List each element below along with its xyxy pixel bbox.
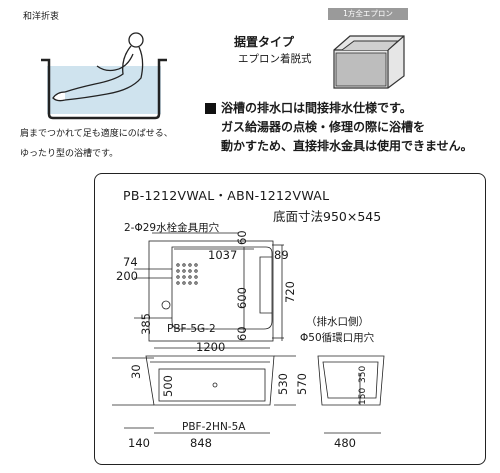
drain-side-label: （排水口側） — [306, 315, 369, 328]
dim-500: 500 — [161, 375, 175, 397]
dim-150: 150 — [358, 388, 368, 405]
dim-60b: 60 — [235, 326, 249, 341]
dim-720: 720 — [283, 281, 297, 303]
install-type-subtitle: エプロン着脱式 — [238, 53, 312, 65]
faucet-hole-label: 2-Φ29水栓金具用穴 — [124, 221, 220, 234]
drawing-frame — [94, 173, 486, 465]
tub-drawing: 74 200 385 1037 600 60 60 89 720 1200 30… — [112, 221, 385, 450]
section-label: 和洋折衷 — [23, 12, 60, 22]
dim-30: 30 — [129, 364, 143, 379]
notice-bullet — [205, 103, 216, 114]
circ-hole-label: Φ50循環口用穴 — [300, 331, 375, 344]
dim-89: 89 — [274, 248, 289, 262]
install-type-title: 据置タイプ — [234, 35, 295, 49]
plan-view-basin — [171, 246, 273, 330]
dim-600: 600 — [235, 287, 249, 309]
bathtub-illustration — [41, 32, 167, 120]
dim-530: 530 — [276, 373, 290, 395]
drain-part-label: PBF-2HN-5A — [182, 421, 246, 433]
apron-part-label: PBF-5G-2 — [167, 323, 216, 335]
dim-200: 200 — [116, 269, 138, 283]
side-view-outline — [317, 355, 385, 406]
dim-480: 480 — [334, 436, 356, 450]
base-size: 底面寸法950×545 — [273, 209, 382, 224]
dim-1200: 1200 — [196, 340, 225, 354]
drain-hole — [161, 300, 171, 310]
dim-350: 350 — [358, 366, 368, 383]
dim-60a: 60 — [235, 230, 249, 245]
model-name: PB-1212VWAL・ABN-1212VWAL — [123, 188, 330, 203]
dim-385: 385 — [139, 313, 153, 335]
tub-caption: 肩までつかれて足も適度にのばせる、 ゆったり型の浴槽です。 — [20, 129, 173, 159]
apron-type-tag: 1方全エプロン — [328, 8, 408, 20]
dim-1037: 1037 — [208, 248, 237, 262]
drain-grid — [176, 263, 198, 285]
dim-140: 140 — [128, 436, 150, 450]
notice-text: 浴槽の排水口は間接排水仕様です。 ガス給湯器の点検・修理の際に浴槽を 動かすため… — [221, 101, 473, 153]
freestanding-tub-icon — [333, 35, 405, 89]
dim-570: 570 — [295, 373, 309, 395]
dim-848: 848 — [190, 436, 212, 450]
plan-view-outline — [148, 240, 274, 342]
front-view-outline — [145, 355, 275, 406]
dim-74: 74 — [123, 255, 138, 269]
